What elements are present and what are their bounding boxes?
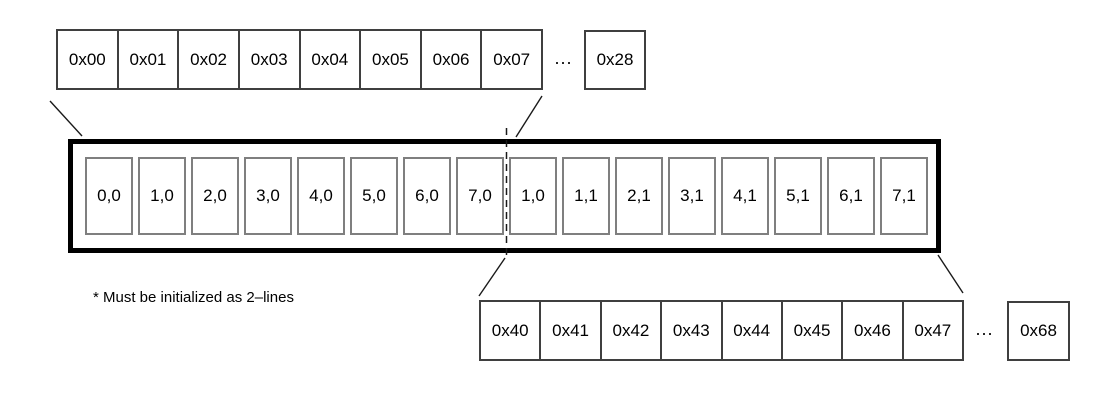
memory-cell: 0x04 (298, 29, 362, 90)
memory-end-cell-bottom: 0x68 (1007, 301, 1070, 361)
memory-cell: 0x41 (539, 300, 602, 361)
connector-line-top-left (49, 100, 83, 137)
cache-cell: 7,0 (456, 157, 504, 235)
memory-cell: 0x01 (116, 29, 180, 90)
cache-cell: 6,1 (827, 157, 875, 235)
memory-cell: 0x07 (480, 29, 543, 90)
cache-cell: 2,1 (615, 157, 663, 235)
memory-cell: 0x46 (841, 300, 904, 361)
connector-line-top-right (515, 95, 543, 138)
memory-row-bottom: 0x40 0x41 0x42 0x43 0x44 0x45 0x46 0x47 (479, 300, 964, 361)
memory-cell: 0x42 (599, 300, 663, 361)
cache-cell: 0,0 (85, 157, 133, 235)
cache-cell: 3,1 (668, 157, 716, 235)
cache-cell: 6,0 (403, 157, 451, 235)
cache-cell: 5,0 (350, 157, 398, 235)
memory-cell: 0x44 (720, 300, 783, 361)
memory-cell: 0x03 (237, 29, 301, 90)
ellipsis-bottom: ... (975, 318, 994, 339)
cache-cell: 1,1 (562, 157, 610, 235)
memory-cell: 0x02 (177, 29, 240, 90)
memory-cell: 0x43 (660, 300, 723, 361)
memory-cell: 0x45 (780, 300, 844, 361)
cache-cell: 3,0 (244, 157, 292, 235)
ellipsis-top: ... (554, 47, 573, 68)
cache-cell: 1,0 (509, 157, 557, 235)
memory-cell: 0x05 (359, 29, 422, 90)
memory-row-top: 0x00 0x01 0x02 0x03 0x04 0x05 0x06 0x07 (56, 29, 543, 90)
cache-cell: 2,0 (191, 157, 239, 235)
memory-cell: 0x40 (479, 300, 542, 361)
connector-line-bottom-right (937, 254, 964, 294)
cache-cell: 7,1 (880, 157, 928, 235)
footnote: * Must be initialized as 2–lines (93, 289, 294, 306)
memory-cell: 0x00 (56, 29, 119, 90)
cache-cell: 5,1 (774, 157, 822, 235)
cache-cell: 4,1 (721, 157, 769, 235)
cache-cell: 1,0 (138, 157, 186, 235)
memory-cell: 0x06 (419, 29, 483, 90)
cache-line-container: 0,0 1,0 2,0 3,0 4,0 5,0 6,0 7,0 1,0 1,1 … (68, 139, 941, 253)
memory-cell: 0x47 (901, 300, 964, 361)
memory-end-cell-top: 0x28 (584, 30, 646, 90)
connector-line-bottom-left (478, 257, 506, 297)
cache-cell: 4,0 (297, 157, 345, 235)
